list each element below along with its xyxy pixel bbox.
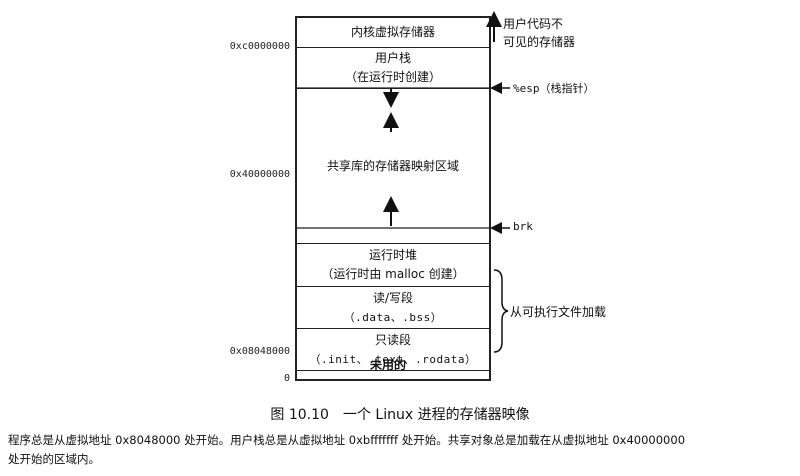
memory-layout: 内核虚拟存储器 用户栈 （在运行时创建） 共享库的存储器映射区域 运行时堆 （运… — [295, 16, 491, 381]
shared-library-mapping-segment: 共享库的存储器映射区域 — [297, 89, 489, 244]
heap-sublabel: （运行时由 malloc 创建） — [321, 267, 465, 281]
address-shared-base: 0x40000000 — [229, 169, 290, 180]
kernel-segment-label: 内核虚拟存储器 — [350, 25, 435, 39]
figure-caption: 图 10.10 一个 Linux 进程的存储器映像 — [0, 404, 800, 424]
runtime-heap-segment: 运行时堆 （运行时由 malloc 创建） — [297, 244, 489, 287]
invisible-memory-line1: 用户代码不 — [503, 17, 564, 31]
heap-label: 运行时堆 — [368, 248, 417, 262]
read-write-sections: （.data、.bss） — [343, 310, 443, 324]
read-only-sections: （.init、.text、.rodata） — [309, 352, 477, 366]
read-only-label: 只读段 — [374, 332, 411, 347]
description-line2: 处开始的区域内。 — [8, 452, 100, 466]
user-stack-label: 用户栈 — [374, 51, 411, 65]
invisible-memory-line2: 可见的存储器 — [503, 35, 576, 49]
address-kernel-base: 0xc0000000 — [229, 41, 290, 52]
description-paragraph: 程序总是从虚拟地址 0x8048000 处开始。用户栈总是从虚拟地址 0xbff… — [8, 431, 793, 469]
loaded-from-executable-label: 从可执行文件加载 — [510, 305, 607, 319]
address-program-base: 0x08048000 — [229, 346, 290, 357]
unused-label: 未用的 — [370, 358, 407, 372]
executable-brace — [493, 269, 509, 353]
brk-label: brk — [513, 220, 533, 233]
figure-number: 图 10.10 — [270, 407, 329, 423]
esp-label: %esp（栈指针） — [513, 82, 595, 95]
read-write-label: 读/写段 — [372, 290, 414, 305]
read-write-segment: 读/写段 （.data、.bss） — [297, 287, 489, 329]
kernel-virtual-memory-segment: 内核虚拟存储器 — [297, 18, 489, 48]
address-zero: 0 — [283, 373, 290, 384]
figure-title: 一个 Linux 进程的存储器映像 — [342, 407, 530, 423]
invisible-memory-note: 用户代码不 可见的存储器 — [503, 15, 575, 51]
user-stack-sublabel: （在运行时创建） — [344, 70, 441, 84]
shared-library-label: 共享库的存储器映射区域 — [326, 158, 459, 173]
read-only-segment: 只读段 （.init、.text、.rodata） — [297, 329, 489, 371]
description-line1: 程序总是从虚拟地址 0x8048000 处开始。用户栈总是从虚拟地址 0xbff… — [8, 433, 686, 447]
